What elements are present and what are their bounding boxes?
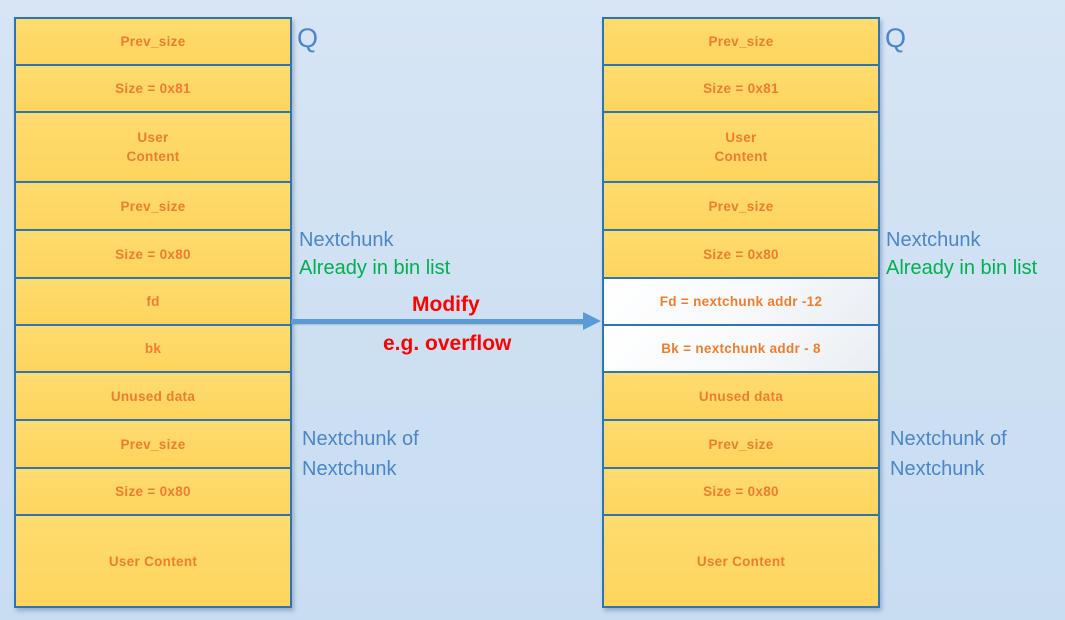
nextchunk-of-nextchunk-annotation-right: Nextchunk of Nextchunk xyxy=(890,428,1007,480)
cell-prev-size: Prev_size xyxy=(604,419,878,467)
cell-label: User Content xyxy=(108,553,198,569)
cell-label: Bk = nextchunk addr - 8 xyxy=(661,341,821,356)
cell-label: Prev_size xyxy=(708,436,774,452)
cell-prev-size: Prev_size xyxy=(604,19,878,64)
cell-size-0x80: Size = 0x80 xyxy=(604,229,878,277)
cell-size-0x80: Size = 0x80 xyxy=(16,467,290,514)
cell-prev-size: Prev_size xyxy=(16,19,290,64)
modify-label: Modify xyxy=(412,293,480,316)
cell-label: Size = 0x80 xyxy=(703,484,779,499)
already-in-bin-annotation-left: Already in bin list xyxy=(299,257,451,279)
cell-user-content: User Content xyxy=(16,111,290,181)
overflow-label: e.g. overflow xyxy=(383,332,512,355)
q-label-left: Q xyxy=(297,23,319,53)
q-label-right: Q xyxy=(885,23,907,53)
cell-prev-size: Prev_size xyxy=(16,181,290,229)
cell-user-content: User Content xyxy=(604,514,878,606)
cell-user-content: User Content xyxy=(604,111,878,181)
cell-label: bk xyxy=(144,341,162,356)
nextchunk-annotation-right: Nextchunk xyxy=(886,229,981,251)
cell-label: Size = 0x80 xyxy=(115,484,191,499)
cell-label: Fd = nextchunk addr -12 xyxy=(659,294,823,309)
cell-fd: fd xyxy=(16,277,290,324)
cell-label: Unused data xyxy=(698,388,784,404)
cell-bk: bk xyxy=(16,324,290,371)
cell-prev-size: Prev_size xyxy=(604,181,878,229)
cell-prev-size: Prev_size xyxy=(16,419,290,467)
cell-size-0x80: Size = 0x80 xyxy=(604,467,878,514)
cell-label: User Content xyxy=(714,130,768,164)
cell-label: Unused data xyxy=(110,388,196,404)
cell-label: Prev_size xyxy=(120,436,186,452)
nextchunk-of-nextchunk-annotation-left: Nextchunk of Nextchunk xyxy=(302,428,419,480)
cell-size-0x81: Size = 0x81 xyxy=(604,64,878,111)
nextchunk-annotation-left: Nextchunk xyxy=(299,229,394,251)
cell-fd-modified: Fd = nextchunk addr -12 xyxy=(604,277,878,324)
cell-size-0x81: Size = 0x81 xyxy=(16,64,290,111)
cell-label: User Content xyxy=(126,130,180,164)
modify-arrow-line xyxy=(291,319,585,324)
cell-label: Size = 0x81 xyxy=(115,81,191,96)
cell-size-0x80: Size = 0x80 xyxy=(16,229,290,277)
heap-column-after: Prev_size Size = 0x81 User Content Prev_… xyxy=(602,17,880,608)
cell-label: Prev_size xyxy=(120,198,186,214)
cell-label: Prev_size xyxy=(708,198,774,214)
cell-label: Size = 0x81 xyxy=(703,81,779,96)
modify-arrow-head-icon xyxy=(583,312,601,330)
cell-label: Size = 0x80 xyxy=(703,246,779,262)
cell-unused-data: Unused data xyxy=(16,371,290,419)
cell-bk-modified: Bk = nextchunk addr - 8 xyxy=(604,324,878,371)
cell-label: User Content xyxy=(696,553,786,569)
cell-label: Prev_size xyxy=(708,34,774,49)
cell-unused-data: Unused data xyxy=(604,371,878,419)
cell-user-content: User Content xyxy=(16,514,290,606)
already-in-bin-annotation-right: Already in bin list xyxy=(886,257,1038,279)
cell-label: Size = 0x80 xyxy=(115,246,191,262)
cell-label: fd xyxy=(146,294,160,309)
heap-column-before: Prev_size Size = 0x81 User Content Prev_… xyxy=(14,17,292,608)
cell-label: Prev_size xyxy=(120,34,186,49)
